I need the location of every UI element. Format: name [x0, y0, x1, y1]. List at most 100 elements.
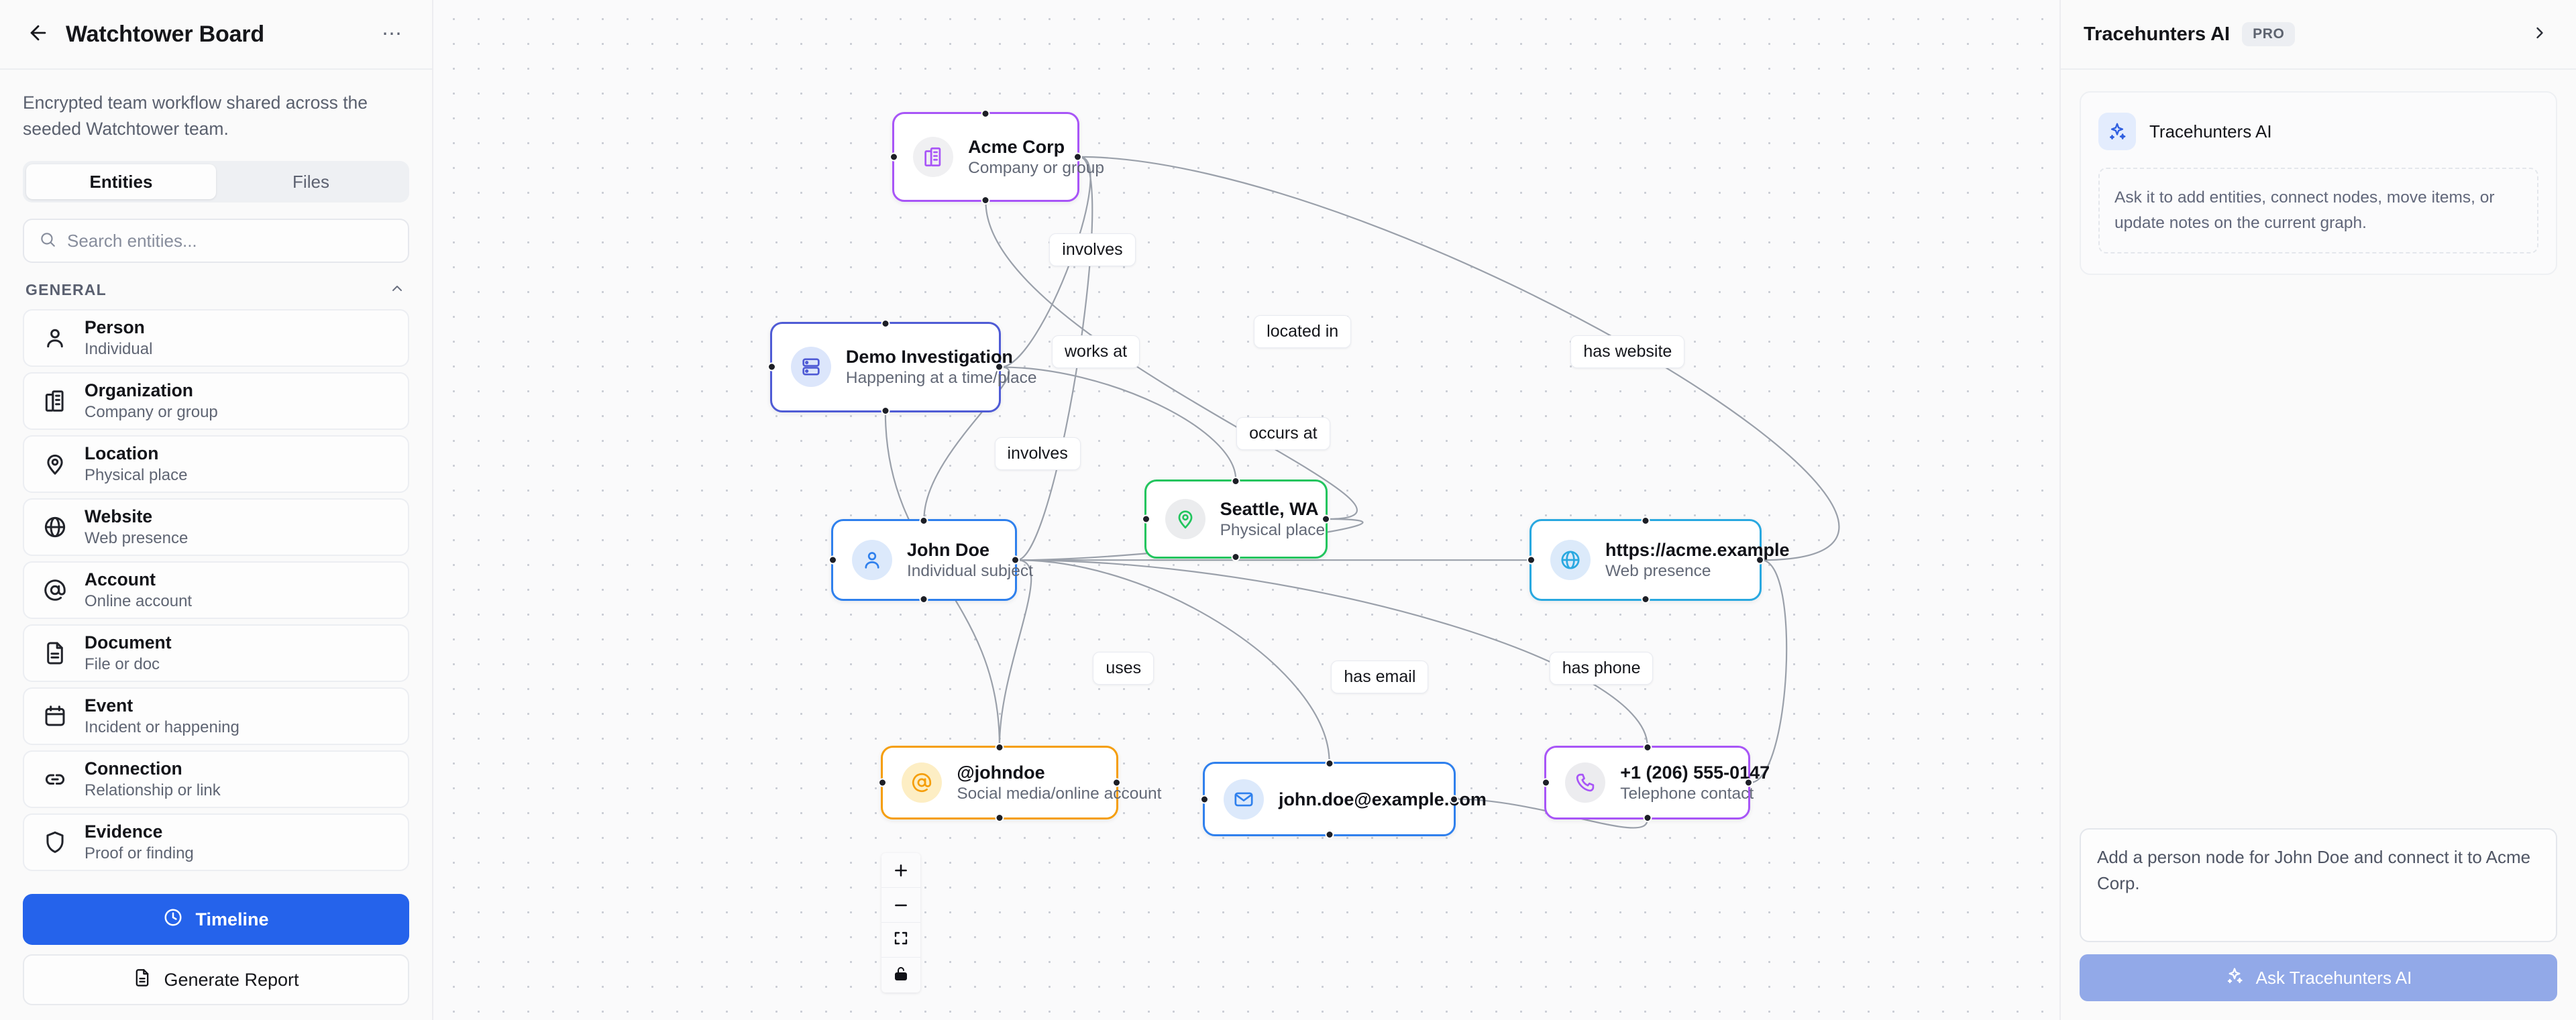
entity-sub: Proof or finding: [85, 844, 194, 862]
entity-sub: Incident or happening: [85, 718, 239, 736]
globe-icon: [42, 514, 68, 541]
back-button[interactable]: [23, 19, 54, 50]
edge-label[interactable]: has website: [1570, 335, 1685, 368]
edge-label[interactable]: has email: [1331, 660, 1429, 693]
sidebar-footer: Timeline Generate Report: [0, 882, 432, 1020]
node-handle-bottom[interactable]: [1643, 813, 1652, 823]
entity-name: Organization: [85, 380, 193, 400]
node-handle-left[interactable]: [828, 555, 837, 565]
node-handle-top[interactable]: [1231, 477, 1240, 486]
node-handle-bottom[interactable]: [919, 595, 928, 604]
chevron-right-icon: [2530, 23, 2549, 46]
node-handle-bottom[interactable]: [995, 813, 1004, 823]
lock-button[interactable]: [881, 958, 920, 993]
node-handle-right[interactable]: [1010, 555, 1020, 565]
node-handle-bottom[interactable]: [881, 406, 890, 415]
entity-name: Evidence: [85, 821, 163, 842]
entity-group-header[interactable]: GENERAL: [0, 280, 432, 300]
entity-name: Website: [85, 506, 153, 526]
chevron-up-icon[interactable]: [389, 280, 405, 300]
node-handle-right[interactable]: [1321, 514, 1330, 524]
node-handle-bottom[interactable]: [1641, 595, 1650, 604]
node-handle-top[interactable]: [881, 319, 890, 329]
timeline-button[interactable]: Timeline: [23, 894, 409, 945]
node-handle-bottom[interactable]: [1231, 552, 1240, 561]
ai-panel-footer: Ask Tracehunters AI: [2061, 828, 2576, 1020]
node-handle-left[interactable]: [1141, 514, 1150, 524]
board-description: Encrypted team workflow shared across th…: [23, 93, 368, 139]
node-handle-bottom[interactable]: [1325, 830, 1334, 839]
node-handle-right[interactable]: [1755, 555, 1764, 565]
node-handle-top[interactable]: [1325, 759, 1334, 769]
entity-group-label: GENERAL: [25, 281, 107, 298]
graph-node-email[interactable]: john.doe@example.com: [1199, 759, 1487, 839]
edge-label[interactable]: occurs at: [1236, 417, 1330, 451]
edge-label[interactable]: uses: [1093, 652, 1155, 685]
node-handle-left[interactable]: [1542, 778, 1551, 787]
node-handle-right[interactable]: [994, 362, 1004, 372]
entity-sub: Physical place: [85, 466, 188, 484]
node-handle-right[interactable]: [1073, 152, 1082, 162]
node-handle-left[interactable]: [767, 362, 776, 372]
node-handle-top[interactable]: [919, 516, 928, 525]
node-subtitle: Physical place: [1220, 520, 1326, 539]
node-handle-left[interactable]: [890, 152, 899, 162]
node-handle-top[interactable]: [1643, 742, 1652, 752]
ai-panel: Tracehunters AI PRO Tracehunters AI Ask …: [2059, 0, 2576, 1020]
node-handle-bottom[interactable]: [981, 196, 990, 205]
fit-view-button[interactable]: [881, 923, 920, 958]
ai-prompt-input[interactable]: [2080, 828, 2557, 942]
file-text-icon: [133, 968, 152, 992]
node-handle-right[interactable]: [1743, 778, 1753, 787]
ellipsis-icon: ⋯: [382, 23, 403, 45]
entity-sub: Relationship or link: [85, 781, 221, 799]
edge-label[interactable]: involves: [994, 437, 1081, 470]
entity-name: Person: [85, 317, 145, 337]
node-handle-left[interactable]: [1199, 795, 1209, 804]
node-handle-right[interactable]: [1450, 795, 1459, 804]
generate-report-button[interactable]: Generate Report: [23, 954, 409, 1005]
search-box[interactable]: [23, 219, 409, 263]
edge-label[interactable]: works at: [1052, 335, 1140, 368]
node-handle-left[interactable]: [1526, 555, 1536, 565]
node-handle-left[interactable]: [878, 778, 888, 787]
tab-files[interactable]: Files: [292, 171, 329, 192]
node-handle-top[interactable]: [981, 109, 990, 118]
node-title: John Doe: [906, 540, 989, 561]
lock-icon: [893, 966, 909, 985]
timeline-button-label: Timeline: [195, 909, 269, 929]
collapse-panel-button[interactable]: [2525, 19, 2555, 49]
search-input[interactable]: [67, 230, 393, 251]
zoom-out-button[interactable]: [881, 888, 920, 923]
edge-label[interactable]: has phone: [1549, 652, 1654, 685]
node-handle-top[interactable]: [995, 742, 1004, 752]
node-handle-top[interactable]: [1641, 516, 1650, 525]
edge-label[interactable]: located in: [1254, 315, 1352, 349]
zoom-in-button[interactable]: [881, 853, 920, 888]
ai-panel-body: Tracehunters AI Ask it to add entities, …: [2061, 70, 2576, 828]
node-handle-right[interactable]: [1112, 778, 1121, 787]
ask-ai-button[interactable]: Ask Tracehunters AI: [2080, 954, 2557, 1001]
edge-label[interactable]: involves: [1049, 233, 1136, 266]
tab-entities[interactable]: Entities: [26, 164, 216, 199]
board-menu-button[interactable]: ⋯: [377, 19, 408, 50]
